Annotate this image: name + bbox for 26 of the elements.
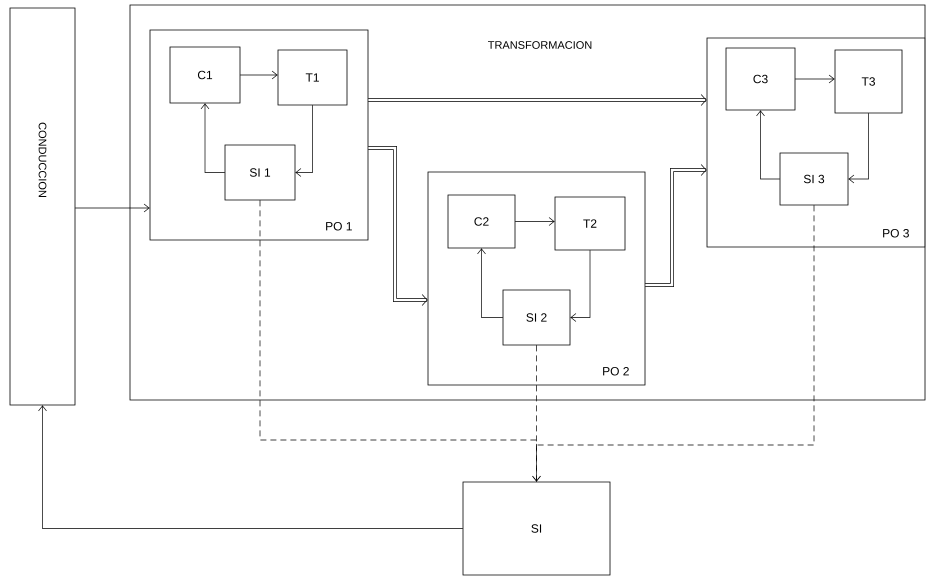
arrow <box>756 110 780 180</box>
block-box: T2 <box>554 196 626 250</box>
arrow <box>795 74 835 84</box>
block-box: T1 <box>278 50 348 106</box>
arrow <box>200 103 225 173</box>
block-box: T3 <box>834 50 902 114</box>
arrow <box>848 113 869 184</box>
arrow <box>75 204 150 212</box>
arrow <box>38 405 463 529</box>
block-box: C2 <box>448 194 516 248</box>
double-arrow <box>368 94 707 106</box>
double-arrow <box>368 146 428 306</box>
stage-box: CONDUCCION <box>10 8 76 406</box>
block-box: C1 <box>170 46 240 104</box>
block-box: C3 <box>726 48 796 110</box>
arrow <box>295 105 313 177</box>
arrow <box>570 250 590 322</box>
arrow <box>240 70 278 80</box>
dashed-arrow <box>532 205 814 482</box>
arrow <box>477 248 503 318</box>
block-box: SI 1 <box>224 144 296 200</box>
arrow <box>515 217 555 226</box>
double-arrow <box>645 164 707 287</box>
system-box: SI <box>462 482 610 576</box>
block-box: SI 2 <box>502 290 570 346</box>
block-box: SI 3 <box>780 152 848 206</box>
